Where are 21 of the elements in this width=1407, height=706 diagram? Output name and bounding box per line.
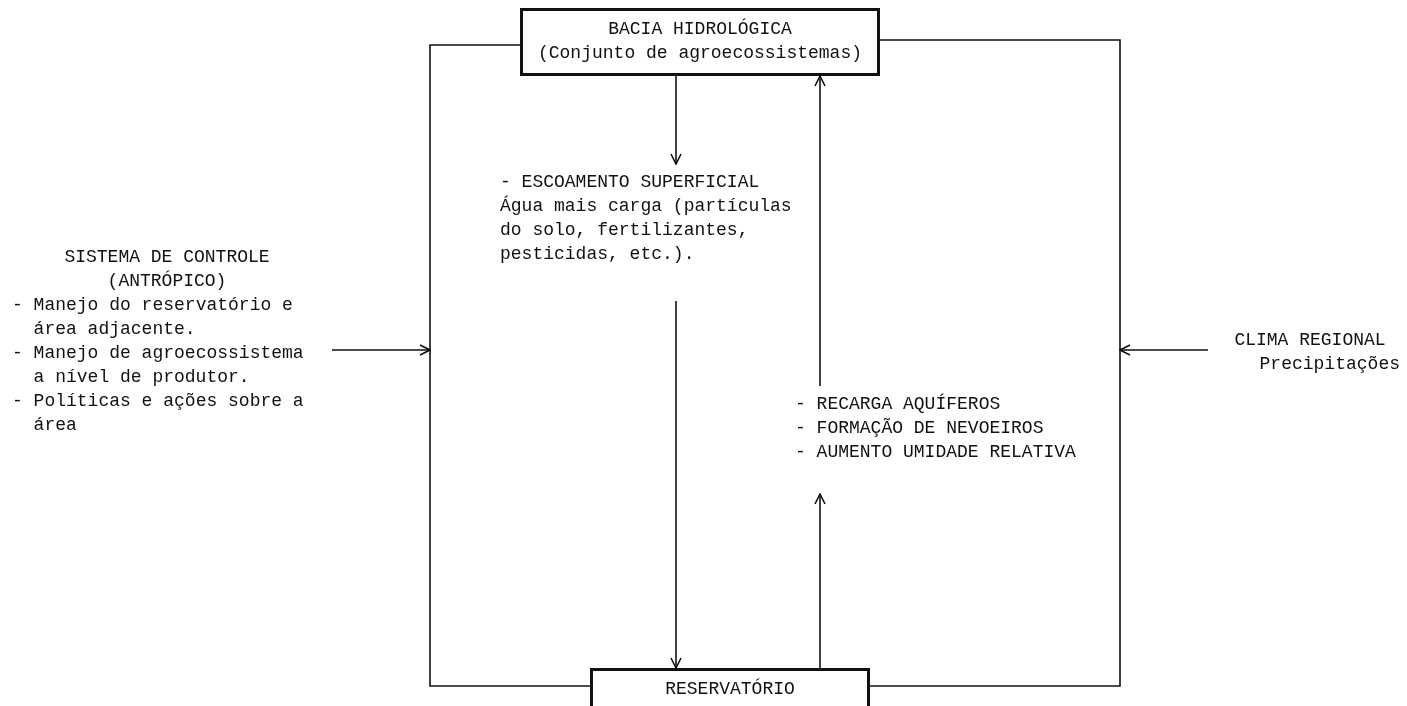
process-box: RESERVATÓRIO: [590, 668, 870, 706]
arrow: [814, 75, 826, 387]
arrow: [814, 493, 826, 669]
list-item: - Manejo do reservatório e área adjacente.: [12, 294, 294, 341]
list-item: - Manejo de agroecossistema a nível de produtor.: [12, 342, 305, 389]
arrow: [1119, 344, 1209, 356]
text-label: Precipitações: [1258, 353, 1400, 376]
list-item: - AUMENTO UMIDADE RELATIVA: [795, 441, 1077, 464]
text-label: SISTEMA DE CONTROLE (ANTRÓPICO): [63, 246, 271, 293]
arrow: [670, 300, 682, 669]
list-item: - RECARGA AQUÍFEROS: [795, 392, 1002, 416]
text-label: Água mais carga (partículas do solo, fertilizantes, pesticidas, etc.).: [500, 194, 793, 266]
list-item: - FORMAÇÃO DE NEVOEIROS: [795, 417, 1045, 440]
arrow: [670, 75, 682, 165]
text-label: CLIMA REGIONAL: [1233, 329, 1387, 352]
connector-line: [869, 39, 1121, 687]
connector-line: [429, 44, 591, 687]
process-box: BACIA HIDROLÓGICA (Conjunto de agroecossistemas): [520, 8, 880, 76]
list-item: - Políticas e ações sobre a área: [12, 390, 305, 437]
text-label: - ESCOAMENTO SUPERFICIAL: [500, 171, 761, 194]
arrow: [331, 344, 431, 356]
